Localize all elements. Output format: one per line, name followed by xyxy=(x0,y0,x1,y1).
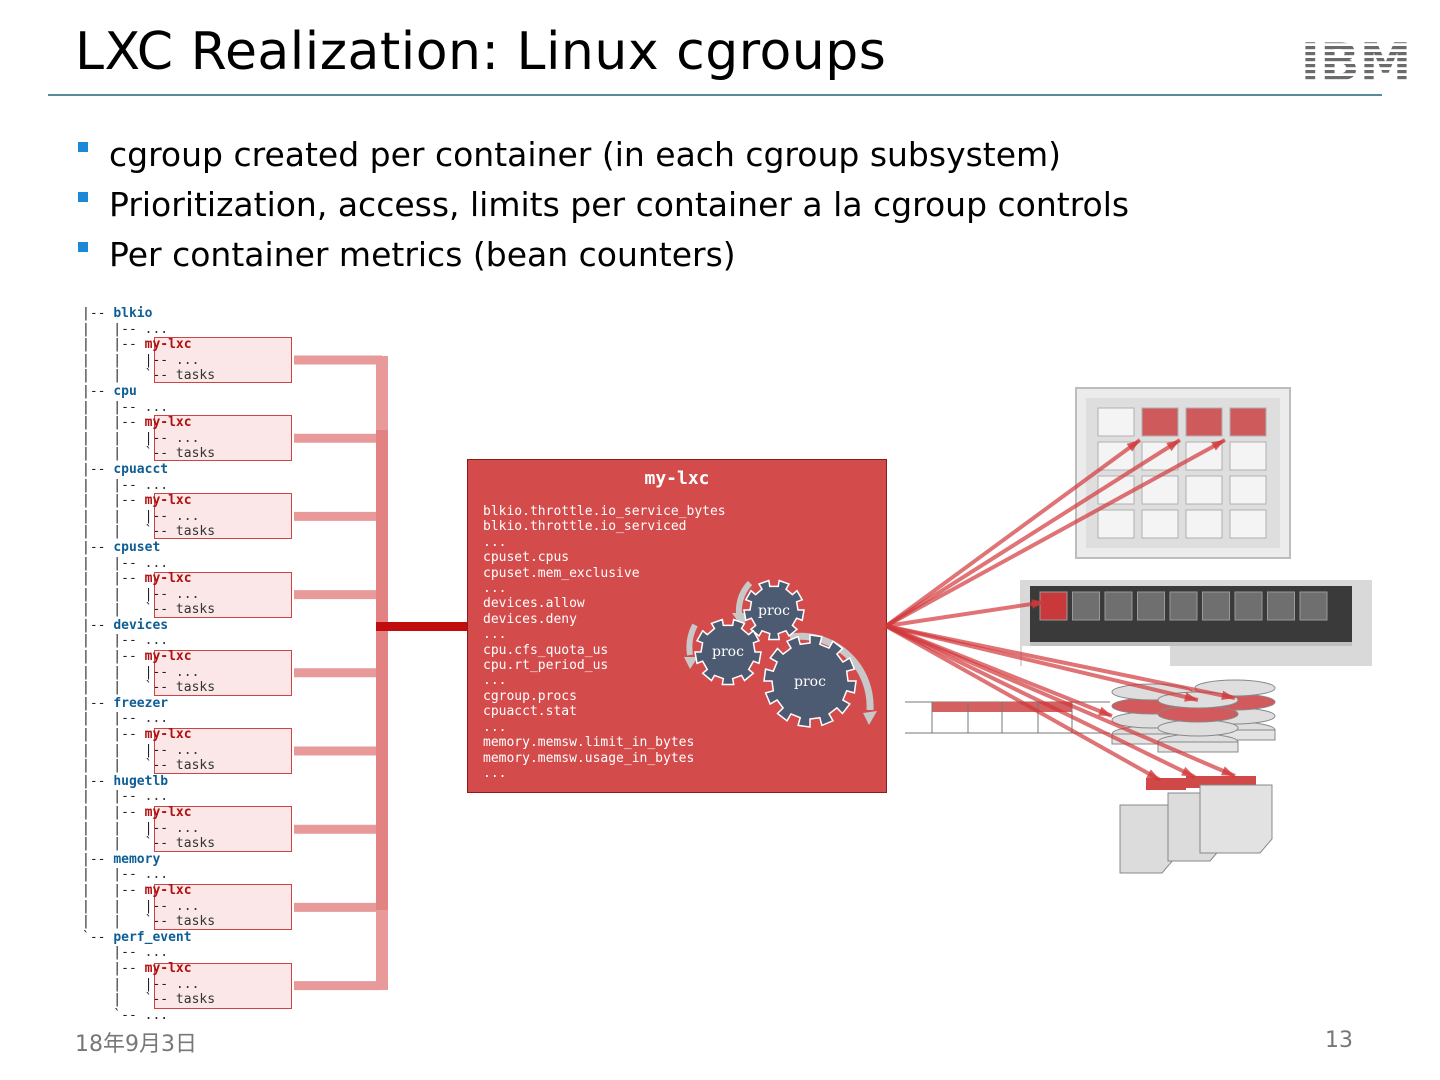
cgroup-file-item: memory.memsw.usage_in_bytes xyxy=(483,750,695,766)
gear-icon xyxy=(763,634,857,728)
cgroup-file-item: ... xyxy=(483,673,507,689)
container-label: my-lxc xyxy=(144,960,192,976)
gear-icon xyxy=(694,618,762,686)
cgroup-file-item: devices.allow xyxy=(483,596,585,612)
slide-title: LXC Realization: Linux cgroups xyxy=(75,22,887,82)
subsystem-label: devices xyxy=(113,617,169,633)
cgroup-file-item: memory.memsw.limit_in_bytes xyxy=(483,735,695,751)
container-cgroup-box xyxy=(154,728,292,774)
container-label: my-lxc xyxy=(144,649,192,665)
resource-arrows xyxy=(884,438,1236,782)
cgroup-file-item: ... xyxy=(483,719,507,735)
bullet-text: Prioritization, access, limits per conta… xyxy=(109,185,1130,224)
cgroup-hierarchy-tree: |-- blkio | |-- ... | |-- my-lxc | | |--… xyxy=(82,306,216,1023)
container-cgroup-box xyxy=(154,571,292,618)
subsystem-label: freezer xyxy=(113,695,169,711)
proc-label: proc xyxy=(758,603,790,619)
title-divider xyxy=(48,94,1382,96)
bullet-marker xyxy=(78,242,88,252)
network-table-icon xyxy=(905,701,1110,734)
cgroup-file-item: devices.deny xyxy=(483,611,577,627)
connector-lines xyxy=(294,355,470,991)
connector-bus xyxy=(376,356,388,990)
subsystem-label: memory xyxy=(113,851,161,867)
container-label: my-lxc xyxy=(144,882,192,898)
bullet-list: cgroup created per container (in each cg… xyxy=(75,130,1129,280)
bullet-marker xyxy=(78,192,88,202)
cpu-grid-icon xyxy=(1075,387,1291,559)
page-number: 13 xyxy=(1325,1028,1353,1053)
cgroup-file-item: blkio.throttle.io_service_bytes xyxy=(483,504,726,519)
bullet-item: Per container metrics (bean counters) xyxy=(75,230,1129,280)
container-cgroup-box xyxy=(154,806,292,853)
footer-date: 18年9月3日 xyxy=(75,1032,197,1057)
gear-icon xyxy=(743,579,805,641)
ibm-logo-text: IBM xyxy=(1301,34,1412,84)
subsystem-label: cpuacct xyxy=(113,461,169,477)
bullet-item: Prioritization, access, limits per conta… xyxy=(75,180,1129,230)
bullet-text: cgroup created per container (in each cg… xyxy=(109,135,1062,174)
container-cgroup-box xyxy=(154,415,292,462)
cgroup-file-item: ... xyxy=(483,765,507,781)
rotation-arrow xyxy=(789,632,874,711)
container-cgroup-box xyxy=(154,337,292,383)
container-label: my-lxc xyxy=(144,493,192,509)
container-label: my-lxc xyxy=(144,727,192,743)
cgroup-file-item: cpuset.mem_exclusive xyxy=(483,565,640,581)
subsystem-label: cpu xyxy=(113,383,137,399)
container-cgroup-box xyxy=(154,649,292,696)
rotation-arrow xyxy=(686,623,698,656)
bullet-item: cgroup created per container (in each cg… xyxy=(75,130,1129,180)
container-label: my-lxc xyxy=(144,805,192,820)
container-label: my-lxc xyxy=(144,571,192,587)
cgroup-file-item: cpuset.cpus xyxy=(483,550,570,566)
container-cgroup-box xyxy=(154,962,292,1009)
subsystem-label: blkio xyxy=(113,306,153,321)
cgroup-file-item: blkio.throttle.io_serviced xyxy=(483,519,687,535)
connector-main xyxy=(376,622,470,631)
container-label: my-lxc xyxy=(144,415,192,431)
container-box-title: my-lxc xyxy=(644,468,710,489)
cgroup-file-item: cgroup.procs xyxy=(483,688,577,704)
cgroup-file-item: ... xyxy=(483,534,507,550)
cgroup-file-item: cpu.rt_period_us xyxy=(483,658,609,674)
file-documents-icon xyxy=(1119,776,1273,874)
subsystem-label: perf_event xyxy=(113,929,192,945)
connector-bus-core xyxy=(376,430,388,910)
ibm-logo: IBM xyxy=(1301,34,1412,84)
container-label: my-lxc xyxy=(144,337,192,353)
cgroup-file-item: cpuacct.stat xyxy=(483,704,577,720)
resource-illustrations xyxy=(884,387,1372,874)
container-cgroup-box xyxy=(154,493,292,540)
bullet-marker xyxy=(78,142,88,152)
disk-storage-icon xyxy=(1111,679,1276,753)
cgroup-connectors xyxy=(294,355,470,991)
proc-label: proc xyxy=(712,644,744,660)
rotation-arrowhead xyxy=(863,711,877,725)
container-cgroup-box xyxy=(154,884,292,931)
memory-module-icon xyxy=(1020,580,1372,666)
cgroup-file-item: cpu.cfs_quota_us xyxy=(483,642,609,658)
subsystem-label: cpuset xyxy=(113,539,161,555)
cgroup-file-item: ... xyxy=(483,627,507,643)
rotation-arrowhead xyxy=(684,657,698,669)
proc-label: proc xyxy=(794,674,826,690)
bullet-text: Per container metrics (bean counters) xyxy=(109,235,736,274)
subsystem-label: hugetlb xyxy=(113,773,169,789)
process-gears: proc proc proc xyxy=(684,579,877,728)
cgroup-file-item: ... xyxy=(483,581,507,597)
